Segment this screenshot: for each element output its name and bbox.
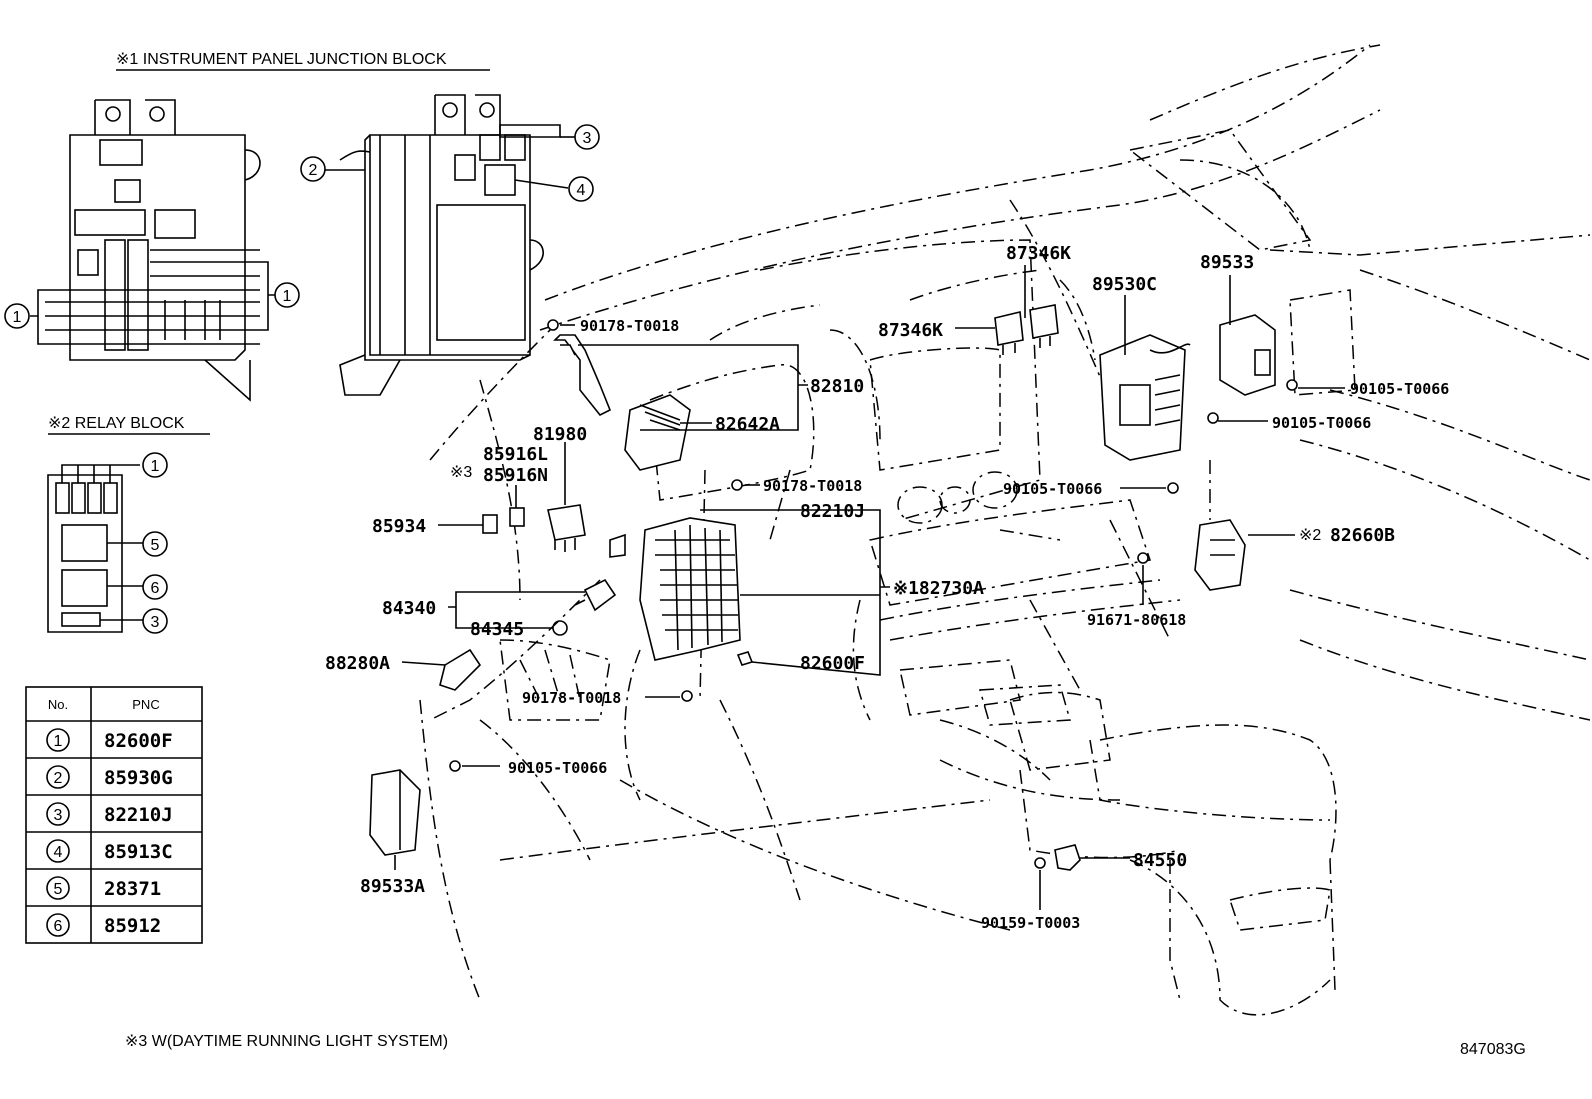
svg-text:82210J: 82210J	[104, 804, 173, 826]
label-90105-T0066-b: 90105-T0066	[1272, 414, 1371, 432]
clip-82600F	[736, 651, 754, 666]
svg-text:6: 6	[54, 918, 63, 935]
label-85916-dr-mark: ※3	[450, 464, 472, 481]
label-90178-T0018-a: 90178-T0018	[580, 317, 679, 335]
svg-text:5: 5	[151, 537, 160, 554]
label-82660B: 82660B	[1330, 525, 1395, 546]
label-82600F: 82600F	[800, 653, 865, 674]
svg-text:4: 4	[577, 182, 586, 199]
module-89533A	[369, 769, 421, 856]
svg-text:85913C: 85913C	[104, 841, 173, 863]
svg-text:3: 3	[151, 614, 160, 631]
callout-3-b: 3	[142, 608, 168, 634]
label-87346K-top: 87346K	[1006, 243, 1071, 264]
svg-text:85912: 85912	[104, 915, 161, 937]
callouts: 1 1 2 3 4 1 5 6 3	[4, 124, 600, 634]
junction-block-front-view	[30, 99, 275, 402]
label-90178-T0018-c: 90178-T0018	[522, 689, 621, 707]
module-89533	[1219, 314, 1276, 396]
part-labels: 87346K 87346K 89533 89530C 90178-T0018 8…	[325, 243, 1449, 932]
relay-85916	[509, 507, 525, 527]
svg-text:5: 5	[54, 881, 63, 898]
label-90105-T0066-c: 90105-T0066	[1003, 480, 1102, 498]
svg-text:1: 1	[151, 458, 160, 475]
table-row: 4 85913C	[46, 839, 173, 863]
heading-relay-block: ※2 RELAY BLOCK	[48, 415, 185, 432]
callout-1-c: 1	[142, 452, 168, 478]
label-82642A: 82642A	[715, 414, 780, 435]
label-90105-T0066-d: 90105-T0066	[508, 759, 607, 777]
svg-text:2: 2	[54, 770, 63, 787]
label-82730A: ※182730A	[893, 578, 984, 599]
footnote-drl: ※3 W(DAYTIME RUNNING LIGHT SYSTEM)	[125, 1033, 448, 1050]
bracket-82810	[553, 334, 612, 417]
bracket-84550	[1054, 844, 1081, 871]
label-84550: 84550	[1133, 850, 1187, 871]
svg-text:1: 1	[283, 288, 292, 305]
label-81980: 81980	[533, 424, 587, 445]
label-90105-T0066-a: 90105-T0066	[1350, 380, 1449, 398]
label-89533A: 89533A	[360, 876, 425, 897]
svg-text:4: 4	[54, 844, 63, 861]
label-84345: 84345	[470, 619, 524, 640]
relay-87346K	[994, 304, 1059, 355]
relay-82660B	[1194, 519, 1246, 591]
leader-lines	[394, 265, 1345, 910]
table-row: 2 85930G	[46, 765, 173, 789]
svg-text:85930G: 85930G	[104, 767, 173, 789]
label-82210J: 82210J	[800, 501, 865, 522]
label-87346K-side: 87346K	[878, 320, 943, 341]
switch-88280A	[439, 648, 482, 691]
fuse-array	[45, 239, 260, 351]
callout-1-a: 1	[274, 282, 300, 308]
label-85916L: 85916L	[483, 444, 548, 465]
label-91671-80618: 91671-80618	[1087, 611, 1186, 629]
ecu-89530C	[1099, 334, 1191, 461]
table-row: 3 82210J	[46, 802, 173, 826]
callout-2: 2	[300, 156, 326, 182]
module-82642A	[624, 394, 691, 471]
svg-text:6: 6	[151, 580, 160, 597]
callout-5: 5	[142, 531, 168, 557]
svg-text:28371: 28371	[104, 878, 161, 900]
svg-text:82600F: 82600F	[104, 730, 173, 752]
dashboard-outline	[419, 44, 1591, 1016]
label-90159-T0003: 90159-T0003	[981, 914, 1080, 932]
junction-block-rear-view	[325, 94, 575, 396]
svg-text:1: 1	[13, 309, 22, 326]
table-header-pnc: PNC	[132, 697, 159, 712]
heading-instrument-panel-junction-block: ※1 INSTRUMENT PANEL JUNCTION BLOCK	[116, 51, 447, 68]
callout-1-b: 1	[4, 303, 30, 329]
relay-81980	[547, 504, 586, 552]
table-header-no: No.	[48, 697, 68, 712]
table-row: 6 85912	[46, 913, 161, 937]
svg-text:1: 1	[54, 733, 63, 750]
label-88280A: 88280A	[325, 653, 390, 674]
label-84340: 84340	[382, 598, 436, 619]
label-85916N: 85916N	[483, 465, 548, 486]
svg-text:3: 3	[583, 130, 592, 147]
callout-3-a: 3	[574, 124, 600, 150]
callout-4: 4	[568, 176, 594, 202]
svg-text:3: 3	[54, 807, 63, 824]
table-row: 5 28371	[46, 876, 161, 900]
label-85934: 85934	[372, 516, 426, 537]
relay-block	[47, 464, 143, 633]
svg-text:2: 2	[309, 162, 318, 179]
relay-85934	[482, 514, 498, 534]
table-row: 1 82600F	[46, 728, 173, 752]
label-82660B-mark: ※2	[1299, 527, 1321, 544]
label-89533: 89533	[1200, 252, 1254, 273]
label-89530C: 89530C	[1092, 274, 1157, 295]
fasteners	[449, 319, 1298, 869]
label-82810: 82810	[810, 376, 864, 397]
junction-block-82730A	[609, 517, 741, 661]
callout-6: 6	[142, 574, 168, 600]
socket-84340	[552, 578, 617, 636]
drawing-number: 847083G	[1460, 1041, 1526, 1058]
label-90178-T0018-b: 90178-T0018	[763, 477, 862, 495]
